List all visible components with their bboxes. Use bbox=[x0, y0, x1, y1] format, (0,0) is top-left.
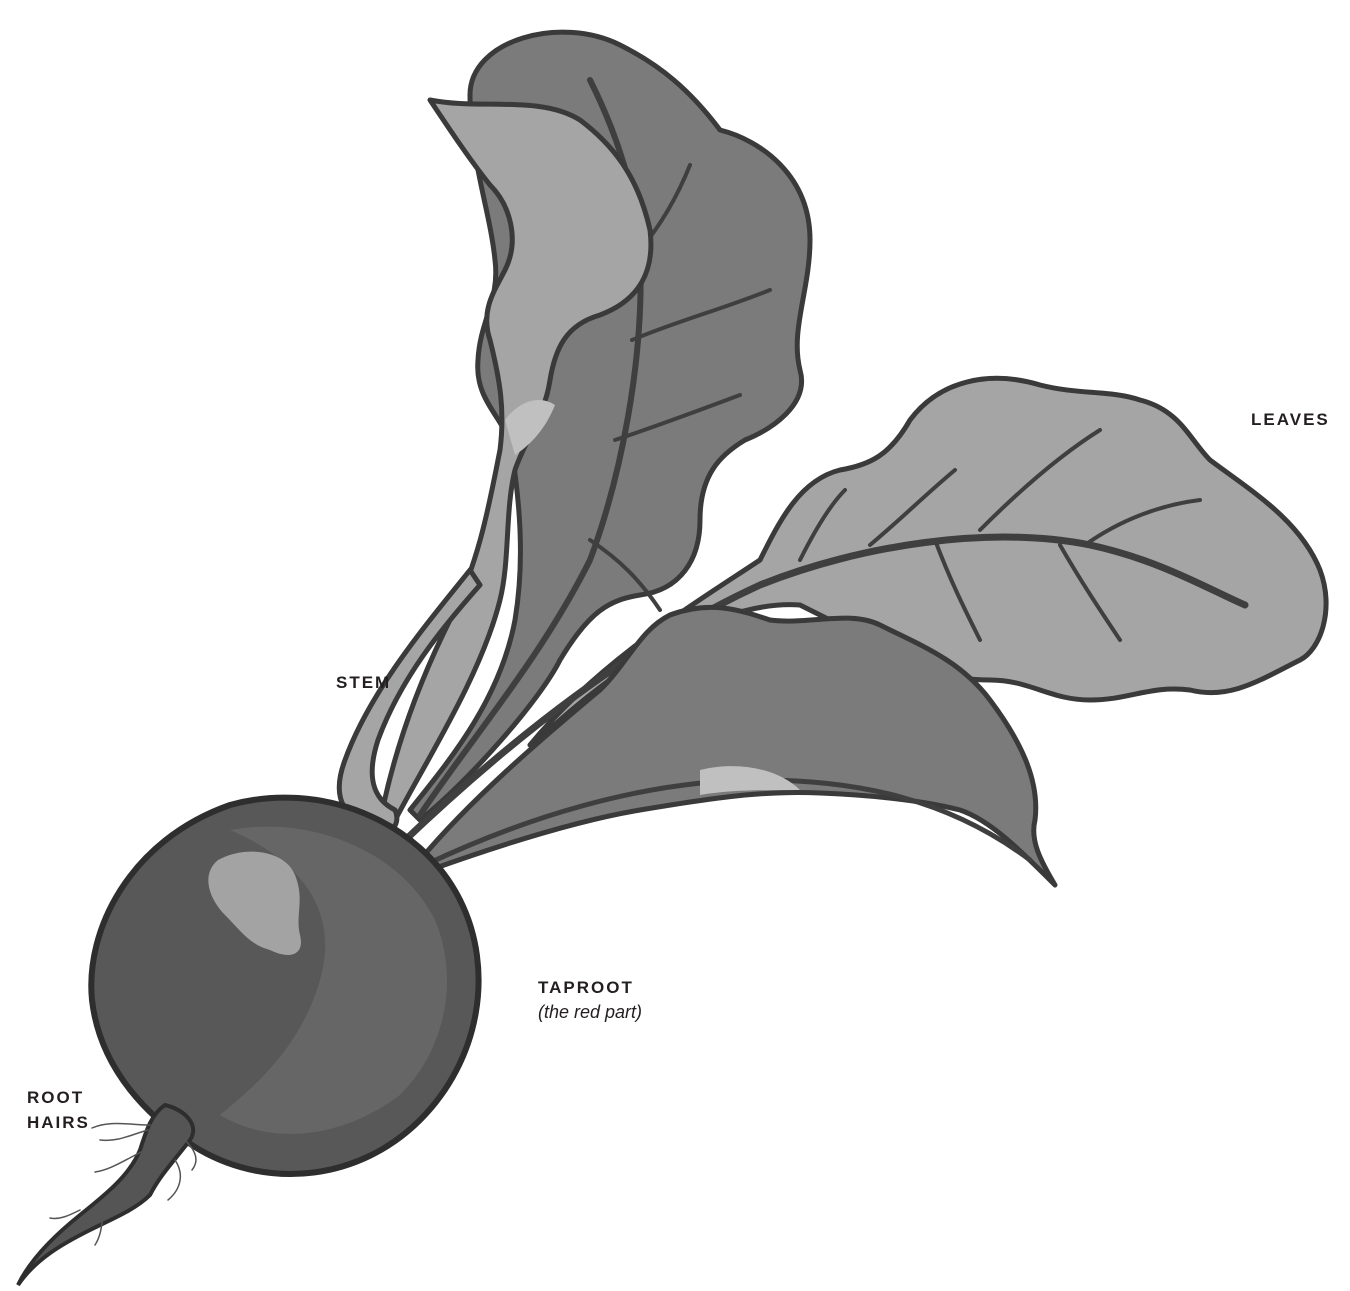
taproot-label: TAPROOT (the red part) bbox=[538, 976, 642, 1024]
taproot-label-title: TAPROOT bbox=[538, 978, 634, 997]
root-hairs-label-line2: HAIRS bbox=[27, 1110, 90, 1135]
taproot-label-note: (the red part) bbox=[538, 1000, 642, 1024]
root-hairs-label: ROOT HAIRS bbox=[27, 1085, 90, 1135]
root-hairs-label-line1: ROOT bbox=[27, 1085, 90, 1110]
leaves-label: LEAVES bbox=[1251, 408, 1330, 432]
stem-label: STEM bbox=[336, 671, 391, 695]
taproot-bulb bbox=[18, 798, 479, 1285]
